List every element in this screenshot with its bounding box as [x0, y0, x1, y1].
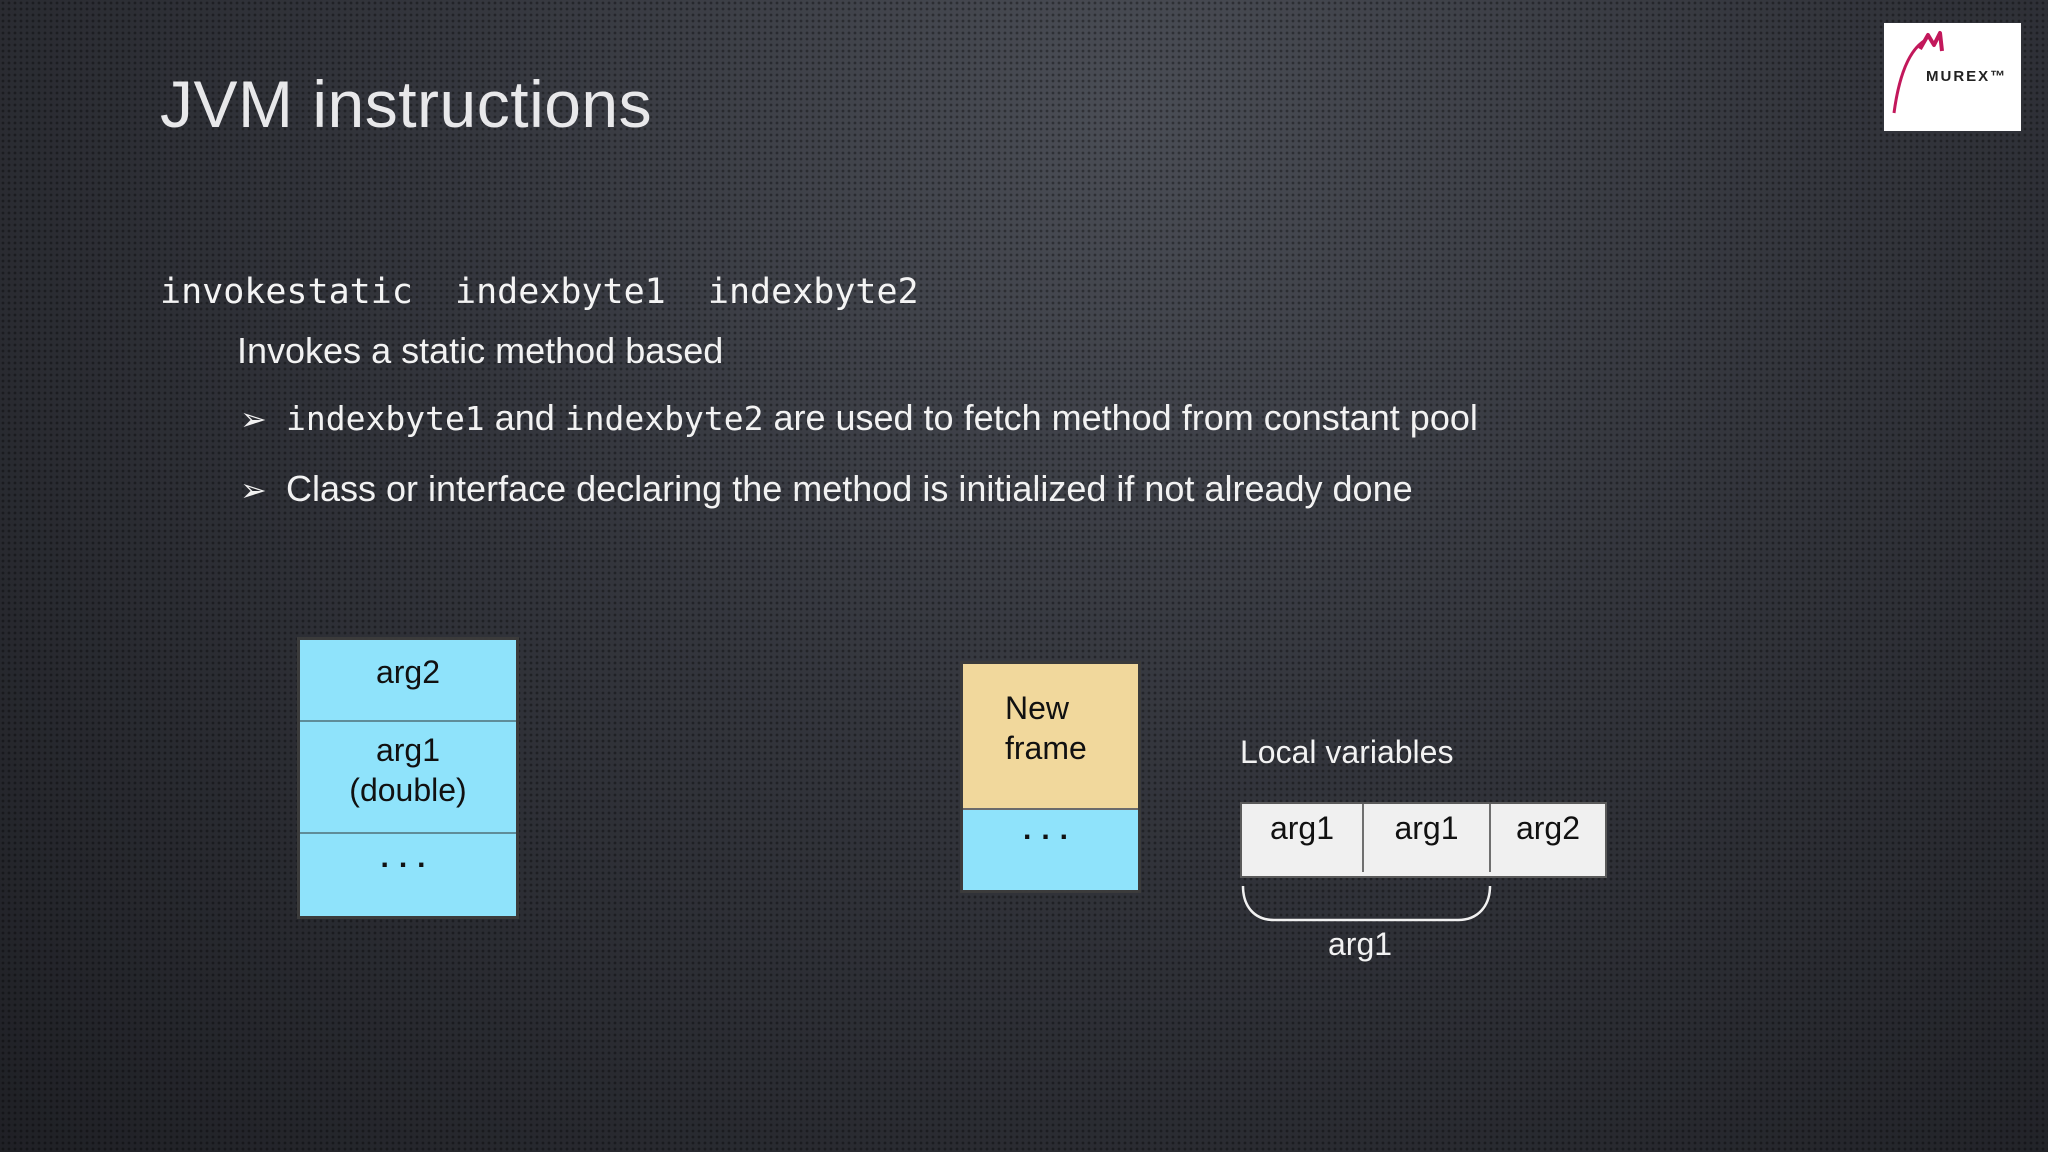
- local-var-cell: arg2: [1515, 810, 1581, 846]
- instruction-description: Invokes a static method based: [237, 330, 724, 371]
- murex-logo: MUREX™: [1884, 23, 2021, 131]
- new-frame-line2: frame: [1005, 730, 1087, 766]
- brace-label: arg1: [1328, 926, 1393, 962]
- bullet-code: indexbyte2: [564, 399, 764, 438]
- brace-icon: [1241, 885, 1492, 922]
- operand-indexbyte1: indexbyte1: [455, 272, 666, 312]
- local-variables-table: arg1 arg1 arg2: [1240, 802, 1607, 878]
- murex-m-icon: [1892, 31, 1944, 114]
- slide-title: JVM instructions: [160, 67, 653, 141]
- bullet-item: ➢ Class or interface declaring the method…: [240, 468, 1413, 510]
- stack-cell-ellipsis: ...: [380, 841, 436, 874]
- new-frame-line1: New: [1005, 690, 1070, 726]
- stack-cell-label: arg1: [375, 732, 441, 768]
- bullet-code: indexbyte1: [286, 399, 485, 438]
- frame-stack: New frame ...: [960, 661, 1141, 893]
- new-frame-cell: New frame: [963, 664, 1138, 810]
- logo-text: MUREX™: [1926, 68, 2008, 85]
- bullet-text: are used to fetch method from constant p…: [763, 397, 1478, 438]
- bullet-text: and: [484, 397, 565, 438]
- operand-indexbyte2: indexbyte2: [707, 272, 919, 312]
- opcode: invokestatic: [160, 272, 413, 312]
- operand-stack: arg2 arg1 (double) ...: [297, 637, 519, 919]
- local-var-cell: arg1: [1242, 804, 1364, 872]
- bullet-item: ➢ indexbyte1 and indexbyte2 are used to f…: [240, 397, 1478, 439]
- frame-cell-ellipsis: ...: [963, 810, 1138, 890]
- arrow-bullet-icon: ➢: [240, 472, 267, 508]
- bullet-text: Class or interface declaring the method …: [286, 468, 1413, 509]
- local-variables-label: Local variables: [1240, 734, 1454, 770]
- stack-cell-arg2: arg2: [300, 640, 516, 722]
- local-var-cell: arg1: [1364, 804, 1491, 872]
- instruction-signature: invokestatic indexbyte1 indexbyte2: [160, 272, 919, 312]
- stack-cell-type: (double): [349, 772, 467, 808]
- stack-cell-arg1-double: arg1 (double): [300, 722, 516, 834]
- arrow-bullet-icon: ➢: [240, 401, 267, 437]
